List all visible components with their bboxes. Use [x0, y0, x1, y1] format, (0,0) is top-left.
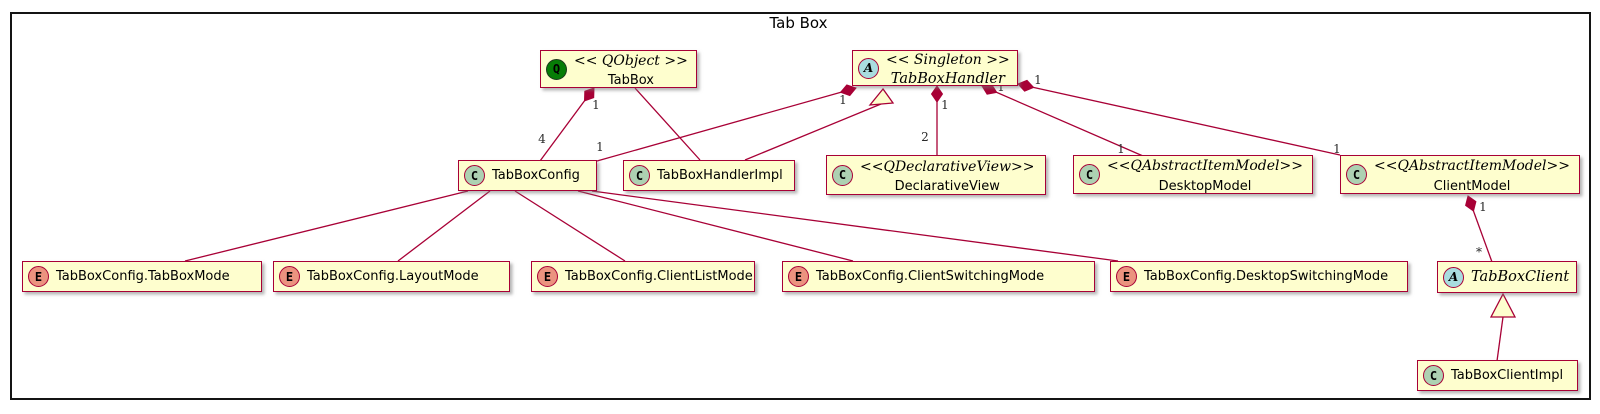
edge-config-desktopswitchingmode — [591, 190, 1119, 262]
edge-tabboxclientimpl-generalization — [1496, 316, 1504, 362]
stereotype: <<QAbstractItemModel>> — [1374, 158, 1570, 175]
multiplicity-label: 1 — [941, 98, 949, 112]
class-tabbox: Q << QObject >> TabBox — [540, 50, 697, 88]
class-badge-icon: C — [832, 164, 853, 186]
edge-config-clientlistmode — [514, 190, 626, 262]
enum-tabboxmode: E TabBoxConfig.TabBoxMode — [22, 261, 262, 292]
multiplicity-label: * — [1476, 245, 1482, 259]
multiplicity-label: 1 — [1117, 142, 1125, 156]
enum-badge-icon: E — [788, 266, 809, 287]
generalization-arrow — [868, 87, 895, 106]
multiplicity-label: 1 — [997, 80, 1005, 94]
edge-tabboxhandlerimpl-generalization — [744, 103, 882, 161]
enum-name: TabBoxConfig.ClientListMode — [565, 269, 753, 284]
stereotype: << QObject >> — [574, 52, 688, 69]
edge-config-tabboxmode — [184, 190, 469, 262]
multiplicity-label: 1 — [1333, 142, 1341, 156]
class-tabboxclient: A TabBoxClient — [1437, 261, 1577, 293]
edge-tabboxhandler-clientmodel — [1017, 83, 1341, 156]
diagram-title: Tab Box — [769, 14, 828, 32]
class-badge-icon: C — [1346, 164, 1367, 185]
class-name: TabBox — [607, 73, 655, 88]
diagram-frame — [10, 12, 1591, 400]
stereotype: << Singleton >> — [886, 51, 1010, 68]
enum-badge-icon: E — [1116, 266, 1137, 287]
enum-badge-icon: E — [28, 266, 49, 287]
edge-config-clientswitchingmode — [577, 190, 854, 262]
class-name: TabBoxClient — [1471, 269, 1570, 285]
multiplicity-label: 1 — [1479, 200, 1487, 214]
class-badge-icon: C — [1079, 164, 1100, 185]
stereotype: <<QAbstractItemModel>> — [1107, 158, 1303, 175]
enum-layoutmode: E TabBoxConfig.LayoutMode — [273, 261, 510, 292]
multiplicity-label: 2 — [921, 130, 929, 144]
composition-diamond — [1017, 79, 1035, 92]
class-declarativeview: C <<QDeclarativeView>> DeclarativeView — [826, 155, 1046, 195]
composition-diamond — [1465, 195, 1477, 212]
class-tabboxhandler: A << Singleton >> TabBoxHandler — [852, 50, 1018, 87]
class-name: TabBoxHandler — [890, 71, 1005, 87]
enum-name: TabBoxConfig.LayoutMode — [307, 269, 479, 284]
composition-diamond — [930, 85, 944, 103]
qobject-badge-icon: Q — [546, 58, 567, 80]
class-name: TabBoxClientImpl — [1451, 368, 1564, 383]
edge-tabboxhandler-desktopmodel — [981, 85, 1144, 157]
edge-tabboxhandler-tabboxconfig — [596, 87, 857, 162]
multiplicity-label: 1 — [839, 93, 847, 107]
abstract-badge-icon: A — [858, 57, 879, 79]
class-clientmodel: C <<QAbstractItemModel>> ClientModel — [1340, 155, 1580, 194]
multiplicity-label: 1 — [592, 98, 600, 112]
class-tabboxconfig: C TabBoxConfig — [458, 160, 597, 191]
composition-diamond — [583, 87, 595, 102]
edge-config-layoutmode — [397, 190, 491, 262]
enum-name: TabBoxConfig.ClientSwitchingMode — [816, 269, 1045, 284]
class-badge-icon: C — [464, 165, 485, 186]
class-badge-icon: C — [629, 165, 650, 186]
abstract-badge-icon: A — [1443, 266, 1464, 288]
class-tabboxclientimpl: C TabBoxClientImpl — [1417, 360, 1578, 391]
stereotype: <<QDeclarativeView>> — [860, 158, 1035, 175]
edge-tabbox-tabboxhandlerimpl — [634, 87, 701, 161]
enum-badge-icon: E — [537, 266, 558, 287]
enum-clientlistmode: E TabBoxConfig.ClientListMode — [531, 261, 755, 292]
class-name: DesktopModel — [1158, 178, 1252, 194]
enum-name: TabBoxConfig.TabBoxMode — [56, 269, 230, 284]
class-desktopmodel: C <<QAbstractItemModel>> DesktopModel — [1073, 155, 1313, 194]
enum-badge-icon: E — [279, 266, 300, 287]
enum-clientswitchingmode: E TabBoxConfig.ClientSwitchingMode — [782, 261, 1095, 292]
class-name: ClientModel — [1433, 178, 1511, 194]
multiplicity-label: 4 — [538, 132, 546, 146]
multiplicity-label: 1 — [596, 140, 604, 154]
class-name: TabBoxConfig — [492, 168, 580, 183]
class-badge-icon: C — [1423, 365, 1444, 386]
generalization-arrow — [1489, 292, 1517, 318]
enum-name: TabBoxConfig.DesktopSwitchingMode — [1144, 269, 1389, 284]
class-name: TabBoxHandlerImpl — [657, 168, 783, 183]
multiplicity-label: 1 — [1034, 73, 1042, 87]
enum-desktopswitchingmode: E TabBoxConfig.DesktopSwitchingMode — [1110, 261, 1408, 292]
composition-diamond — [839, 84, 857, 97]
class-name: DeclarativeView — [894, 179, 1000, 194]
class-tabboxhandlerimpl: C TabBoxHandlerImpl — [623, 160, 795, 191]
